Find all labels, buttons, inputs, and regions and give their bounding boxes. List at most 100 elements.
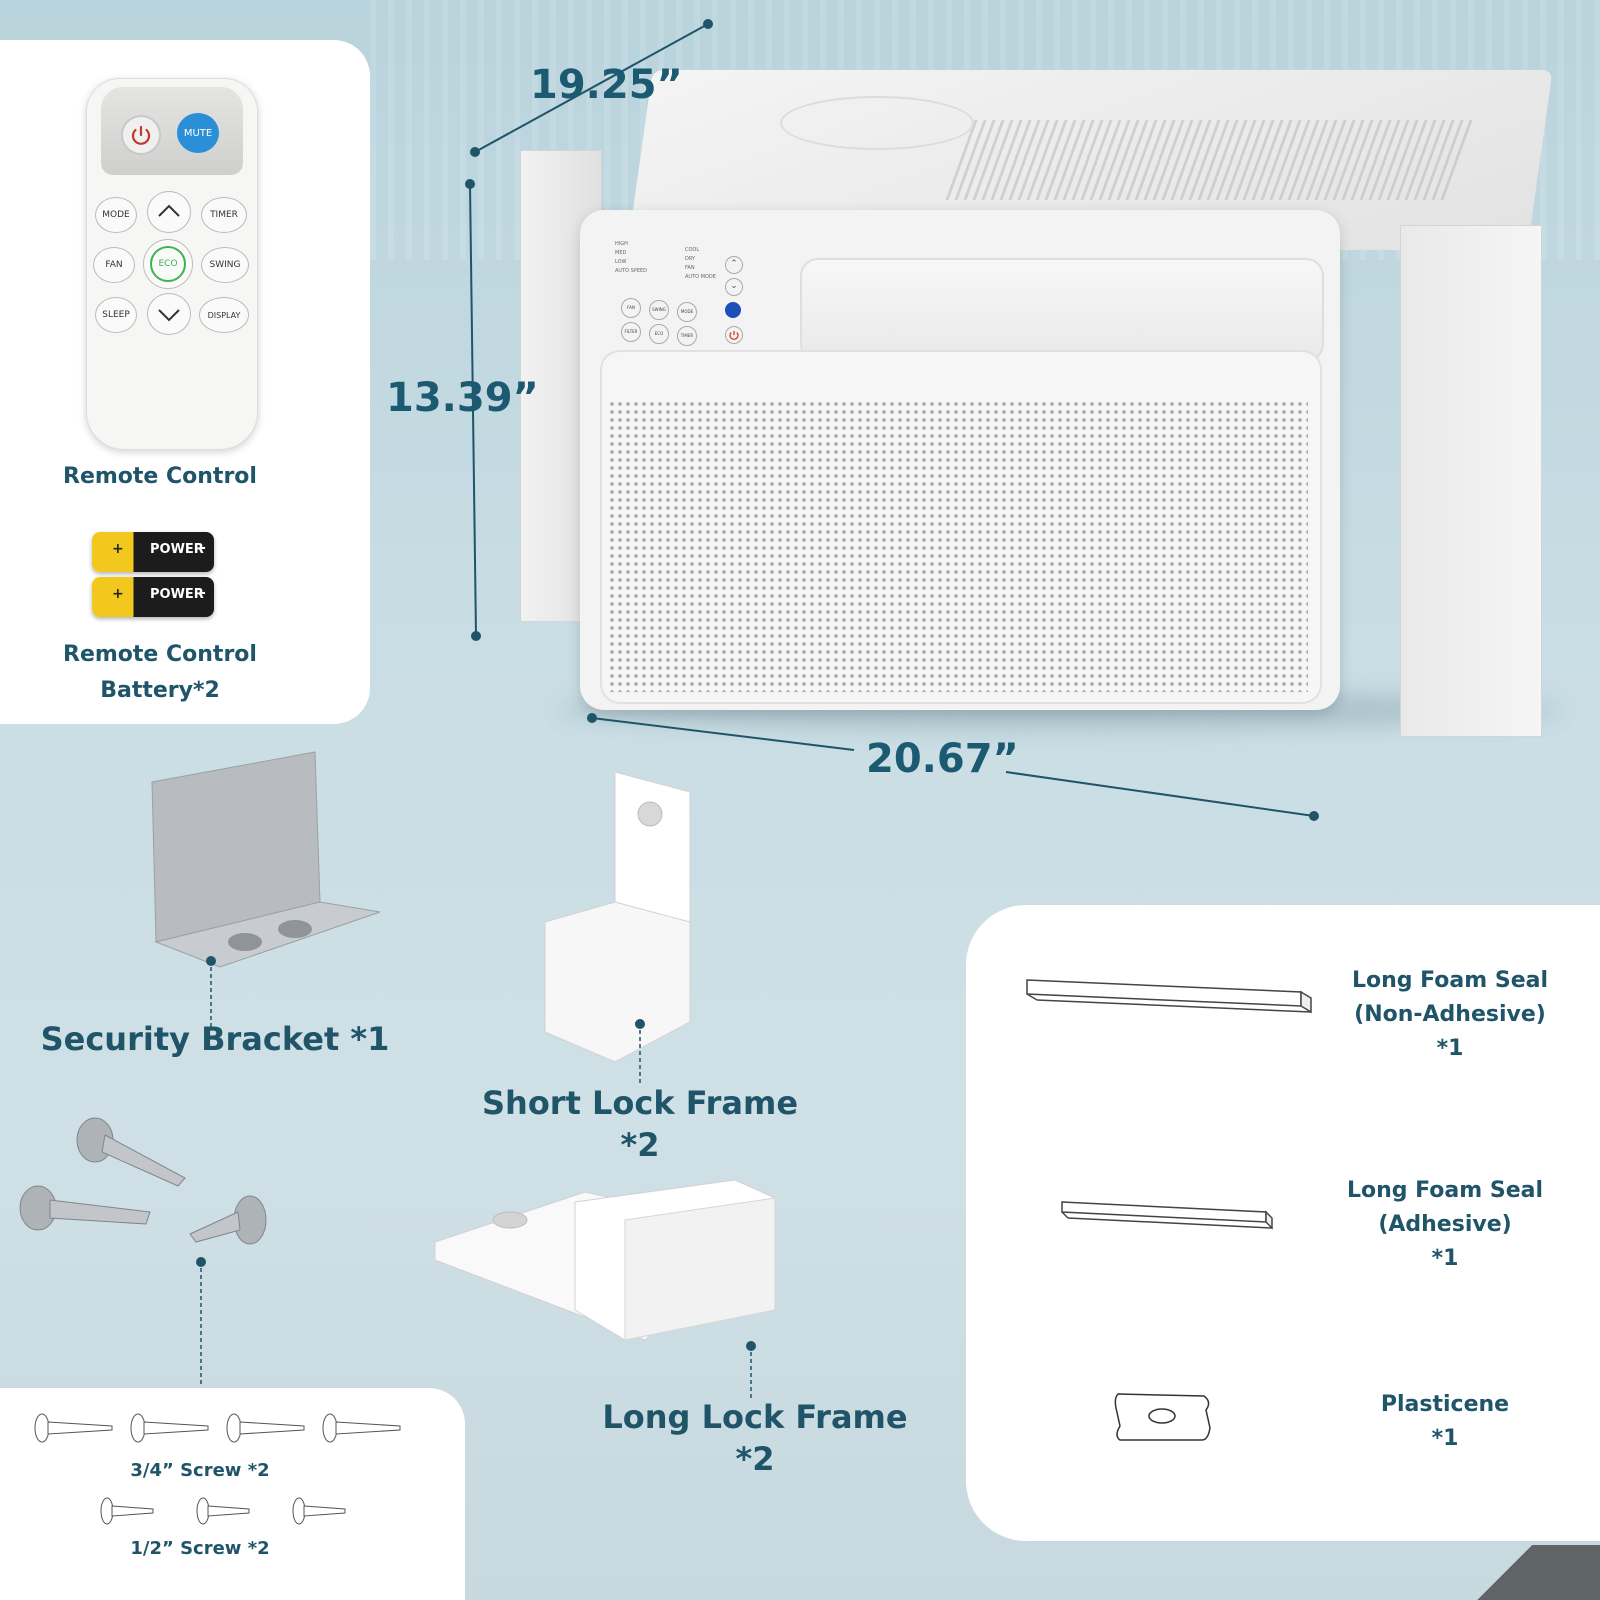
battery-plus-1: + (112, 541, 124, 557)
ac-top-circle (780, 96, 974, 150)
ac-display-window (800, 258, 1324, 362)
power-icon (729, 331, 739, 341)
screw-1 (76, 1117, 186, 1187)
indicator: AUTO MODE (685, 274, 716, 280)
battery-1: + POWER - (92, 532, 214, 572)
screw-2 (19, 1185, 151, 1231)
short-lock-frame-label-line2: *2 (620, 1126, 660, 1164)
fan-label: FAN (105, 260, 123, 270)
security-bracket-leader (206, 956, 216, 1027)
screw-3 (189, 1195, 267, 1245)
remote-control-label: Remote Control (63, 464, 257, 489)
screw-icon (226, 1413, 305, 1443)
ac-panel-timer-button[interactable]: TIMER (677, 326, 697, 346)
chevron-down-icon (158, 309, 180, 322)
battery-minus-1: - (200, 540, 206, 556)
plasticene-image (1114, 1393, 1211, 1441)
remote-control: MUTE MODE TIMER FAN ECO SWING SLEEP DISP… (86, 78, 258, 450)
ac-panel-mode-button[interactable]: MODE (677, 302, 697, 322)
fan-label: FAN (627, 305, 635, 310)
bottom-corner-shadow (1450, 1545, 1600, 1600)
remote-mode-button[interactable]: MODE (95, 197, 137, 233)
seal-1-line3: *1 (1436, 1036, 1464, 1061)
screw-icon (130, 1413, 209, 1443)
ac-panel-eco-button[interactable]: ECO (649, 324, 669, 344)
mode-label: MODE (102, 210, 130, 220)
seal-1-line1: Long Foam Seal (1351, 968, 1549, 993)
seal-1-line2: (Non-Adhesive) (1354, 1002, 1546, 1027)
screw-icon (196, 1497, 250, 1525)
remote-eco-button[interactable]: ECO (143, 239, 193, 289)
remote-display-button[interactable]: DISPLAY (199, 297, 249, 333)
battery-label-line1: Remote Control (63, 642, 257, 667)
screw-icon (322, 1413, 401, 1443)
seal-3-line1: Plasticene (1380, 1392, 1510, 1417)
ac-panel-fan-button[interactable]: FAN (621, 298, 641, 318)
filter-label: FILTER (624, 329, 638, 334)
ac-panel-filter-button[interactable]: FILTER (621, 322, 641, 342)
indicator: MED (615, 250, 627, 256)
ac-up-button[interactable]: ⌃ (725, 256, 743, 274)
screw-34-icons (34, 1413, 401, 1443)
chevron-up-icon (158, 204, 180, 217)
remote-mute-button[interactable]: MUTE (177, 113, 219, 153)
non-adhesive-seal-image (1026, 979, 1312, 1014)
short-lock-frame-image (544, 771, 691, 1063)
ac-side-curtain-right (1400, 225, 1542, 737)
battery-minus-2: - (200, 585, 206, 601)
remote-up-button[interactable] (147, 191, 191, 233)
ac-panel-swing-button[interactable]: SWING (649, 300, 669, 320)
seal-2-line3: *1 (1431, 1246, 1459, 1271)
swing-label: SWING (209, 260, 241, 270)
indicator: DRY (685, 256, 696, 262)
timer-label: TIMER (210, 210, 238, 220)
battery-brand-2: POWER (150, 587, 204, 602)
ac-top-vent (945, 120, 1475, 200)
long-lock-frame-label-line1: Long Lock Frame (602, 1398, 908, 1436)
ac-left-indicators: HIGH MED LOW AUTO SPEED (615, 240, 647, 276)
indicator: COOL (685, 247, 700, 253)
remote-timer-button[interactable]: TIMER (201, 197, 247, 233)
eco-ring: ECO (150, 246, 186, 282)
remote-down-button[interactable] (147, 293, 191, 335)
seal-3-line3: *1 (1431, 1426, 1459, 1451)
seal-2-line1: Long Foam Seal (1346, 1178, 1544, 1203)
long-lock-frame-label-line2: *2 (735, 1440, 775, 1478)
long-lock-frame-image (434, 1179, 776, 1341)
remote-fan-button[interactable]: FAN (93, 247, 135, 283)
security-bracket-label: Security Bracket *1 (40, 1020, 390, 1058)
ac-right-indicators: COOL DRY FAN AUTO MODE (685, 246, 716, 282)
remote-power-button[interactable] (121, 115, 161, 155)
ac-panel-blue-button[interactable] (725, 302, 741, 318)
remote-swing-button[interactable]: SWING (201, 247, 249, 283)
seal-2-line2: (Adhesive) (1378, 1212, 1512, 1237)
indicator: HIGH (615, 241, 628, 247)
ac-front-grille (600, 350, 1322, 704)
security-bracket-image (151, 751, 381, 968)
screw-34-label: 3/4” Screw *2 (130, 1460, 270, 1481)
sleep-label: SLEEP (102, 310, 130, 320)
adhesive-seal-image (1061, 1201, 1273, 1230)
display-label: DISPLAY (207, 310, 241, 320)
indicator: FAN (685, 265, 695, 271)
indicator: AUTO SPEED (615, 268, 648, 274)
swing-label: SWING (652, 307, 666, 312)
power-icon (131, 125, 151, 145)
eco-label: ECO (654, 331, 664, 336)
ac-down-button[interactable]: ⌄ (725, 278, 743, 296)
depth-dimension: 19.25” (530, 62, 683, 108)
screw-icon (100, 1497, 154, 1525)
width-dimension: 20.67” (866, 736, 1019, 782)
timer-label: TIMER (680, 333, 694, 338)
screws-image (19, 1117, 267, 1245)
indicator: LOW (615, 259, 627, 265)
battery-brand-1: POWER (150, 542, 204, 557)
battery-2: + POWER - (92, 577, 214, 617)
ac-panel-power-button[interactable] (725, 326, 743, 344)
long-lock-frame-leader (746, 1341, 756, 1398)
screw-icon (34, 1413, 113, 1443)
remote-sleep-button[interactable]: SLEEP (95, 297, 137, 333)
ac-grille-holes (608, 400, 1308, 692)
battery-plus-2: + (112, 586, 124, 602)
short-lock-frame-leader (635, 1019, 645, 1086)
